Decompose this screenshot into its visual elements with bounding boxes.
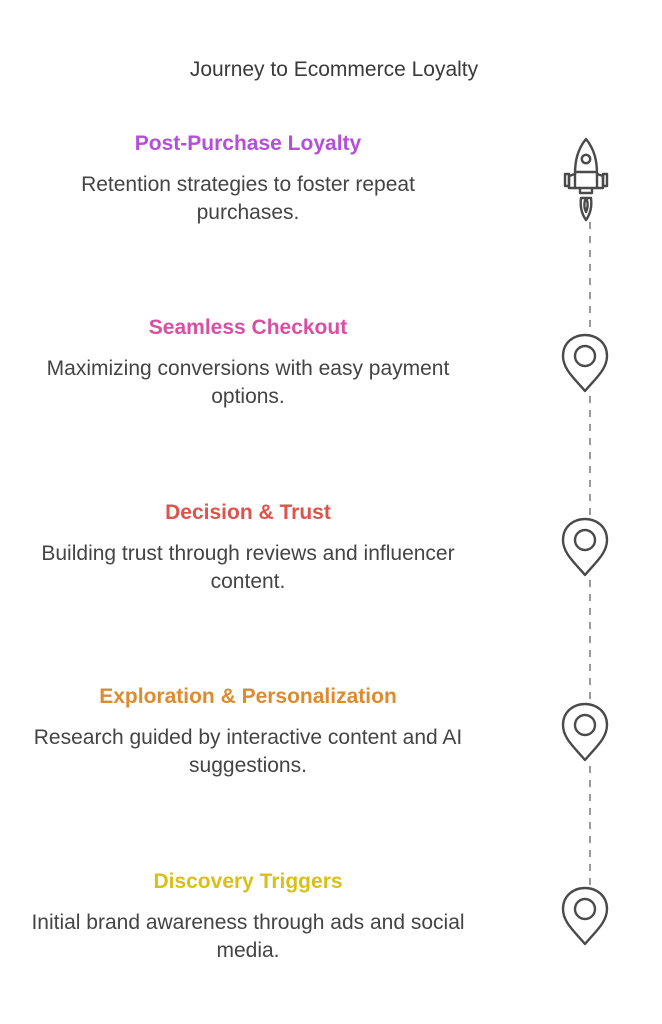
stage-description: Initial brand awareness through ads and … [31, 911, 465, 962]
stage-title: Seamless Checkout [148, 316, 348, 339]
stage-discovery-triggers: Discovery Triggers Initial brand awarene… [0, 869, 496, 965]
timeline [560, 130, 620, 960]
stage-description: Retention strategies to foster repeat pu… [81, 173, 415, 224]
stage-exploration-personalization: Exploration & Personalization Research g… [0, 684, 496, 780]
stage-description: Building trust through reviews and influ… [41, 542, 455, 593]
stage-description: Maximizing conversions with easy payment… [46, 357, 450, 408]
stage-post-purchase-loyalty: Post-Purchase Loyalty Retention strategi… [0, 131, 496, 227]
stage-title: Post-Purchase Loyalty [134, 132, 362, 155]
stage-title: Exploration & Personalization [99, 685, 397, 708]
diagram-title: Journey to Ecommerce Loyalty [189, 58, 479, 81]
stage-title: Decision & Trust [165, 501, 331, 524]
stage-seamless-checkout: Seamless Checkout Maximizing conversions… [0, 315, 496, 411]
stage-title: Discovery Triggers [153, 870, 343, 893]
stage-description: Research guided by interactive content a… [33, 726, 463, 777]
stage-decision-trust: Decision & Trust Building trust through … [0, 500, 496, 596]
timeline-dashed-line [589, 222, 591, 886]
